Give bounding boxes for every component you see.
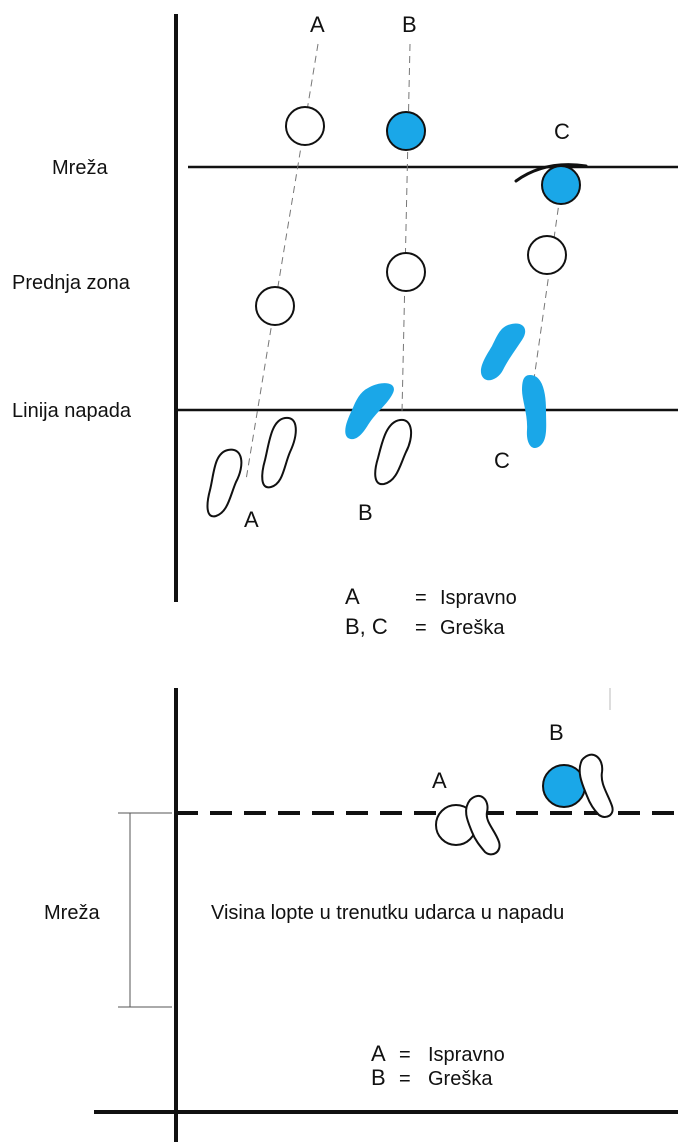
footprint-b-fault	[345, 383, 394, 440]
bottom-legend-row2-value: Greška	[428, 1068, 493, 1090]
footprint-b-outline	[374, 418, 413, 486]
ball-b-fault	[386, 111, 426, 151]
trajectory-c-top-label: C	[554, 119, 570, 144]
ball-b-lower	[386, 252, 426, 292]
legend-row1-key: A	[345, 584, 360, 609]
trajectory-b-top-label: B	[402, 12, 417, 37]
footprint-c-fault-upper	[480, 323, 526, 381]
footprint-c-fault-lower	[522, 375, 547, 449]
caption: Visina lopte u trenutku udarca u napadu	[211, 902, 564, 924]
attack-line-label: Linija napada	[12, 400, 132, 422]
trajectory-b-bottom-label: B	[358, 500, 373, 525]
net-height-label: Mreža	[44, 902, 100, 924]
ball-b-label: B	[549, 720, 564, 745]
footprint-a-left	[206, 448, 243, 518]
top-legend: A = Ispravno B, C = Greška	[345, 584, 517, 639]
bottom-legend-row1-eq: =	[399, 1044, 411, 1066]
trajectory-c-line	[532, 195, 561, 387]
blocker-hand-arc	[514, 163, 588, 183]
trajectory-a-top-label: A	[310, 12, 325, 37]
ball-a-upper	[285, 106, 325, 146]
top-diagram: Mreža Prednja zona Linija napada A B C A	[12, 12, 678, 639]
bottom-legend-row2-key: B	[371, 1065, 386, 1090]
bottom-legend-row1-key: A	[371, 1041, 386, 1066]
trajectory-c-bottom-label: C	[494, 448, 510, 473]
legend-row2-value: Greška	[440, 617, 505, 639]
hand-b	[578, 753, 614, 818]
bottom-legend: A = Ispravno B = Greška	[371, 1041, 505, 1090]
front-zone-label: Prednja zona	[12, 272, 131, 294]
footprint-a-right	[261, 416, 297, 489]
bottom-legend-row2-eq: =	[399, 1068, 411, 1090]
legend-row1-value: Ispravno	[440, 587, 517, 609]
trajectory-b-line	[401, 43, 411, 413]
net-label: Mreža	[52, 157, 108, 179]
hand-a	[465, 794, 501, 856]
bottom-diagram: Mreža Visina lopte u trenutku udarca u n…	[44, 688, 678, 1142]
ball-a-lower	[255, 286, 295, 326]
ball-c-fault	[541, 165, 581, 205]
legend-row2-key: B, C	[345, 614, 388, 639]
ball-a-label: A	[432, 768, 447, 793]
bottom-legend-row1-value: Ispravno	[428, 1044, 505, 1066]
legend-row2-eq: =	[415, 617, 427, 639]
legend-row1-eq: =	[415, 587, 427, 609]
ball-c-lower	[527, 235, 567, 275]
trajectory-a-bottom-label: A	[244, 507, 259, 532]
